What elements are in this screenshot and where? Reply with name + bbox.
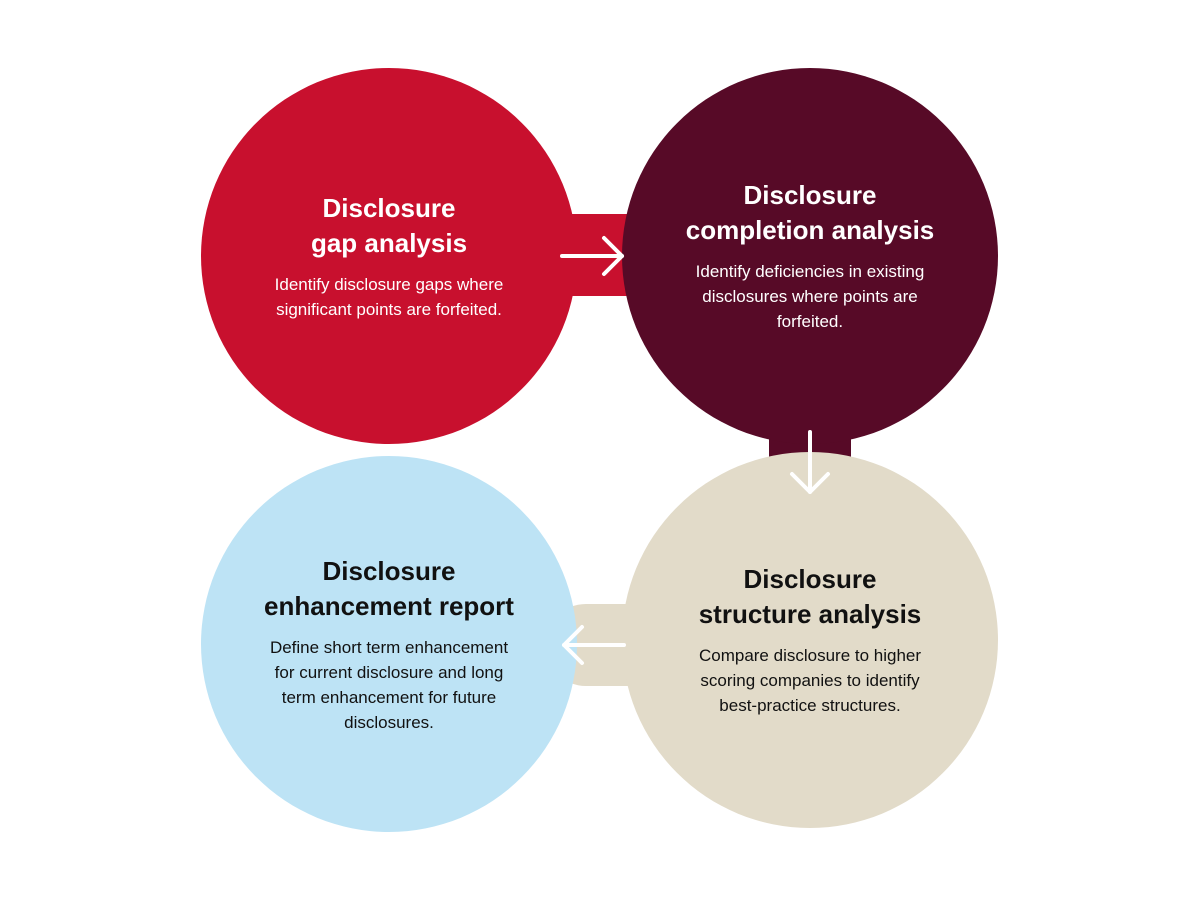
step-description-line: significant points are forfeited. xyxy=(276,299,502,319)
step-title-line: structure analysis xyxy=(698,599,922,629)
step-title: Disclosure gap analysis xyxy=(311,191,467,261)
step-description-line: disclosures. xyxy=(344,712,434,732)
step-gap-analysis: Disclosure gap analysis Identify disclos… xyxy=(201,68,577,444)
step-title-line: Disclosure xyxy=(322,192,456,223)
step-description-line: scoring companies to identify xyxy=(700,671,920,690)
step-description-line: Identify disclosure gaps where xyxy=(274,274,504,294)
step-description-line: Define short term enhancement xyxy=(269,637,509,657)
step-structure-analysis: Disclosure structure analysis Compare di… xyxy=(622,452,998,828)
arrow-right-icon xyxy=(560,236,624,276)
step-description-line: best-practice structures. xyxy=(719,696,901,715)
step-title-line: gap analysis xyxy=(310,227,468,258)
step-title-line: Disclosure xyxy=(743,564,877,594)
step-description: Identify disclosure gaps where significa… xyxy=(275,272,504,322)
step-description-line: forfeited. xyxy=(776,312,844,331)
step-title-line: Disclosure xyxy=(743,180,877,210)
step-title-line: completion analysis xyxy=(685,215,935,245)
step-title: Disclosure completion analysis xyxy=(686,178,935,248)
arrow-left-icon xyxy=(562,625,626,665)
step-description-line: Identify deficiencies in existing xyxy=(695,262,925,281)
step-description: Identify deficiencies in existing disclo… xyxy=(696,259,925,334)
step-description-line: for current disclosure and long xyxy=(274,662,504,682)
step-title-line: Disclosure xyxy=(322,555,456,586)
arrow-down-icon xyxy=(790,430,830,494)
step-title: Disclosure structure analysis xyxy=(699,562,922,632)
step-title: Disclosure enhancement report xyxy=(264,554,514,624)
step-description: Compare disclosure to higher scoring com… xyxy=(699,643,921,718)
step-description-line: term enhancement for future xyxy=(281,687,497,707)
step-description-line: Compare disclosure to higher xyxy=(698,646,922,665)
step-completion-analysis: Disclosure completion analysis Identify … xyxy=(622,68,998,444)
step-description-line: disclosures where points are xyxy=(702,287,918,306)
step-enhancement-report: Disclosure enhancement report Define sho… xyxy=(201,456,577,832)
step-description: Define short term enhancement for curren… xyxy=(270,635,508,735)
step-title-line: enhancement report xyxy=(264,590,514,621)
